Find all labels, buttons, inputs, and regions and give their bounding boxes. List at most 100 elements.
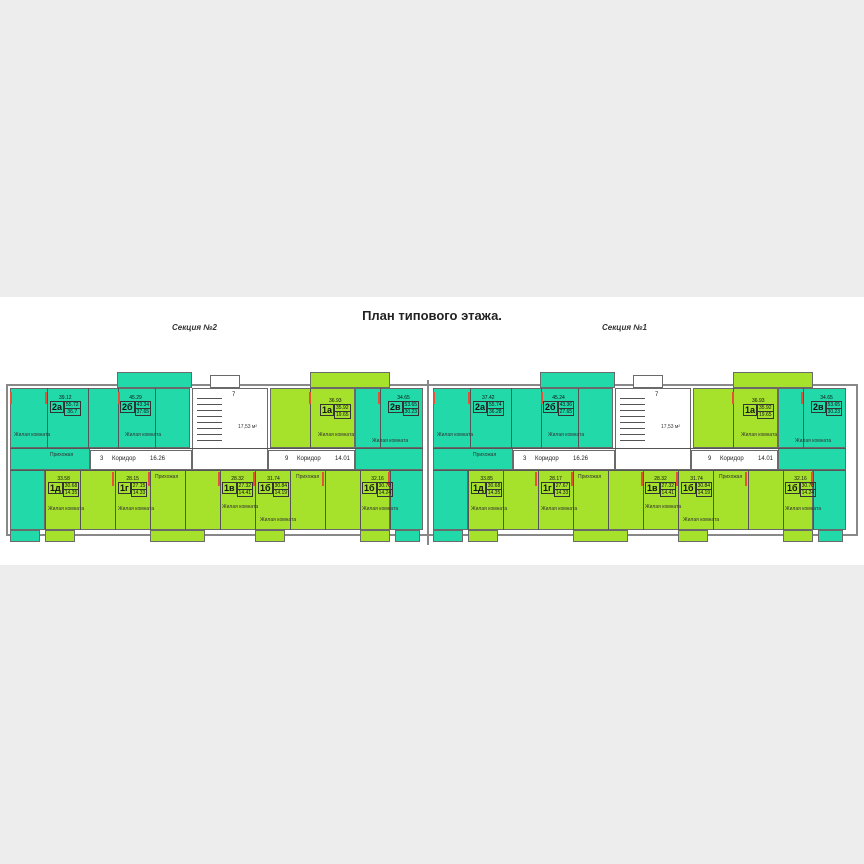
apartment-living: 36.7 bbox=[67, 409, 78, 415]
load-bearing-wall bbox=[468, 392, 470, 404]
room bbox=[778, 448, 846, 470]
room-label-living: Жилая комната bbox=[645, 504, 682, 510]
stair-number: 7 bbox=[655, 392, 659, 398]
wall bbox=[360, 470, 361, 530]
stair-step bbox=[620, 410, 645, 411]
room-label-living: Жилая комната bbox=[548, 432, 585, 438]
stair-step bbox=[197, 404, 222, 405]
section-2-label: Секция №2 bbox=[172, 323, 217, 332]
room bbox=[10, 530, 40, 542]
stair-step bbox=[197, 398, 222, 399]
wall bbox=[733, 388, 734, 448]
apartment-type: 1а bbox=[320, 404, 335, 416]
room-label-living: Жилая комната bbox=[471, 506, 508, 512]
wall bbox=[608, 470, 609, 530]
load-bearing-wall bbox=[433, 392, 435, 404]
load-bearing-wall bbox=[378, 392, 380, 404]
apartment-living: 14.41 bbox=[661, 490, 675, 496]
stair-area: 17,53 м² bbox=[661, 424, 681, 430]
corridor-area: 16.26 bbox=[573, 456, 589, 462]
stair-step bbox=[620, 434, 645, 435]
wall bbox=[511, 388, 512, 448]
room bbox=[360, 530, 390, 542]
wall bbox=[80, 470, 81, 530]
common-area bbox=[633, 375, 663, 388]
wall bbox=[748, 470, 749, 530]
apartment-living: 30.23 bbox=[404, 409, 418, 415]
apartment-total-area: 36.93 bbox=[752, 398, 765, 404]
apartment-type: 1г bbox=[541, 482, 554, 494]
apartment-area: 27.32 bbox=[237, 483, 253, 490]
apartment-living: 14.35 bbox=[487, 490, 501, 496]
apartment-living: 14.24 bbox=[378, 490, 392, 496]
room bbox=[778, 388, 846, 448]
apartment-area: 30.78 bbox=[377, 483, 393, 490]
apartment-type: 1г bbox=[118, 482, 131, 494]
wall bbox=[310, 388, 311, 448]
apartment-type: 2б bbox=[120, 401, 135, 413]
apartment-area: 53.65 bbox=[826, 402, 842, 409]
room-label-living: Жилая комната bbox=[437, 432, 474, 438]
wall bbox=[538, 470, 539, 530]
room bbox=[783, 530, 813, 542]
room-label-hall: Прихожая bbox=[155, 474, 179, 480]
load-bearing-wall bbox=[112, 472, 114, 486]
load-bearing-wall bbox=[571, 472, 573, 486]
wall bbox=[88, 388, 89, 448]
apartment-type: 1в bbox=[222, 482, 237, 494]
wall bbox=[290, 470, 291, 530]
stair-step bbox=[620, 398, 645, 399]
wall bbox=[390, 470, 391, 530]
apartment-total-area: 34.65 bbox=[820, 395, 833, 401]
apartment-type: 1в bbox=[645, 482, 660, 494]
common-area bbox=[691, 450, 778, 470]
corridor-label: Коридор bbox=[112, 456, 136, 462]
room bbox=[813, 470, 846, 530]
apartment-type: 1д bbox=[471, 482, 486, 494]
wall bbox=[255, 470, 256, 530]
apartment-total-area: 31.74 bbox=[267, 476, 280, 482]
load-bearing-wall bbox=[641, 472, 643, 486]
apartment-type: 1а bbox=[743, 404, 758, 416]
room-label-hall: Прихожая bbox=[578, 474, 602, 480]
room bbox=[733, 372, 813, 388]
apartment-total-area: 45.29 bbox=[129, 395, 142, 401]
apartment-total-area: 33.58 bbox=[57, 476, 70, 482]
apartment-type: 1б bbox=[681, 482, 696, 494]
room-label-living: Жилая комната bbox=[260, 517, 297, 523]
stair-step bbox=[197, 422, 222, 423]
apartment-area: 27.15 bbox=[131, 483, 147, 490]
wall bbox=[10, 448, 423, 449]
room-label-living: Жилая комната bbox=[795, 438, 832, 444]
room bbox=[310, 372, 390, 388]
room bbox=[355, 388, 423, 448]
stair-step bbox=[620, 422, 645, 423]
apartment-total-area: 28.32 bbox=[654, 476, 667, 482]
apartment-total-area: 33.85 bbox=[480, 476, 493, 482]
wall bbox=[573, 470, 574, 530]
apartment-area: 35.92 bbox=[335, 405, 350, 412]
stair-step bbox=[197, 416, 222, 417]
room-label-hall: Прихожая bbox=[473, 452, 497, 458]
room-label-living: Жилая комната bbox=[741, 432, 778, 438]
apartment-area: 53.65 bbox=[403, 402, 419, 409]
load-bearing-wall bbox=[148, 472, 150, 486]
wall bbox=[813, 470, 814, 530]
apartment-total-area: 32.16 bbox=[794, 476, 807, 482]
load-bearing-wall bbox=[388, 472, 390, 486]
apartment-living: 14.41 bbox=[238, 490, 252, 496]
page-title: План типового этажа. bbox=[362, 308, 502, 323]
room-label-hall: Прихожая bbox=[50, 452, 74, 458]
corridor-label: Коридор bbox=[720, 456, 744, 462]
